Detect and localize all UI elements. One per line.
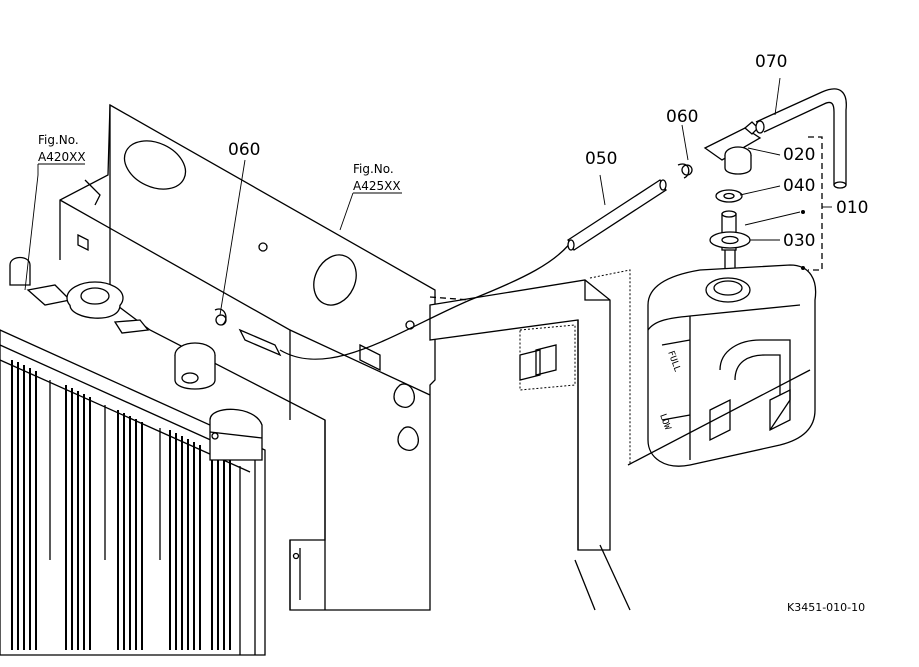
fig-ref-title: Fig.No. (38, 133, 79, 147)
radiator-fins (11, 360, 231, 650)
fig-ref-code: A425XX (353, 179, 401, 193)
part-label-030: 030 (783, 231, 815, 251)
frame-bracket (429, 269, 631, 611)
leader-lines (24, 77, 832, 316)
radiator-core (0, 329, 266, 656)
drawing-code: K3451-010-10 (787, 601, 865, 614)
tank-cap-assembly (703, 121, 762, 280)
part-label-020: 020 (783, 145, 815, 165)
radiator-shroud (59, 103, 436, 611)
overflow-pipe (214, 163, 693, 360)
part-label-060: 060 (228, 140, 260, 160)
part-label-050: 050 (585, 149, 617, 169)
fig-ref-code: A420XX (38, 150, 86, 164)
part-label-060: 060 (666, 107, 698, 127)
radiator-cap (9, 256, 263, 461)
part-label-010: 010 (836, 198, 868, 218)
reserve-tank: FULL LOW (627, 264, 817, 467)
fig-ref-title: Fig.No. (353, 162, 394, 176)
hose-070 (755, 88, 847, 189)
part-label-070: 070 (755, 52, 787, 72)
part-label-040: 040 (783, 176, 815, 196)
